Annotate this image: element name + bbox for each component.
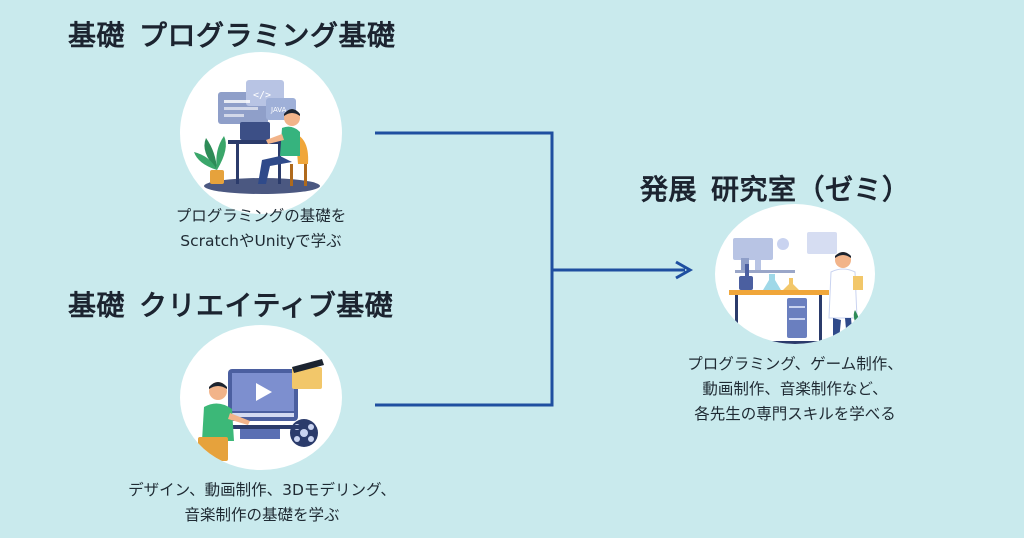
lab-desc-line-1: プログラミング、ゲーム制作、 <box>687 355 903 373</box>
programming-basics-description: プログラミングの基礎を ScratchやUnityで学ぶ <box>130 204 392 254</box>
lab-desc-line-2: 動画制作、音楽制作など、 <box>702 380 888 398</box>
creative-basics-description: デザイン、動画制作、3Dモデリング、 音楽制作の基礎を学ぶ <box>92 478 432 528</box>
code-tag-text: </> <box>253 90 271 101</box>
creative-desc-line-1: デザイン、動画制作、3Dモデリング、 <box>128 481 396 499</box>
java-label-text: JAVA <box>270 106 287 114</box>
advanced-lab-heading: 発展 研究室（ゼミ） <box>640 168 911 208</box>
creative-basics-heading: 基礎 クリエイティブ基礎 <box>68 284 393 324</box>
connector-top-branch <box>375 131 554 407</box>
creative-basics-title: クリエイティブ基礎 <box>139 289 394 322</box>
advanced-lab-title: 研究室（ゼミ） <box>711 173 911 206</box>
programming-illustration: </> JAVA <box>180 52 342 214</box>
creative-basics-tag: 基礎 <box>68 289 126 322</box>
advanced-lab-description: プログラミング、ゲーム制作、 動画制作、音楽制作など、 各先生の専門スキルを学べ… <box>630 352 960 427</box>
programming-desc-line-2: ScratchやUnityで学ぶ <box>180 232 342 250</box>
lab-illustration <box>715 204 875 344</box>
lab-desc-line-3: 各先生の専門スキルを学べる <box>694 405 896 423</box>
programming-basics-tag: 基礎 <box>68 19 126 52</box>
coding-person-icon: </> JAVA <box>194 80 320 194</box>
programming-basics-heading: 基礎 プログラミング基礎 <box>68 14 396 54</box>
scientist-lab-icon <box>723 232 869 344</box>
programming-basics-title: プログラミング基礎 <box>139 19 396 52</box>
video-editing-person-icon <box>198 359 324 461</box>
creative-desc-line-2: 音楽制作の基礎を学ぶ <box>184 506 340 524</box>
creative-illustration <box>180 325 342 470</box>
advanced-lab-tag: 発展 <box>640 173 698 206</box>
programming-desc-line-1: プログラミングの基礎を <box>175 207 347 225</box>
arrow-head-icon <box>675 260 694 280</box>
